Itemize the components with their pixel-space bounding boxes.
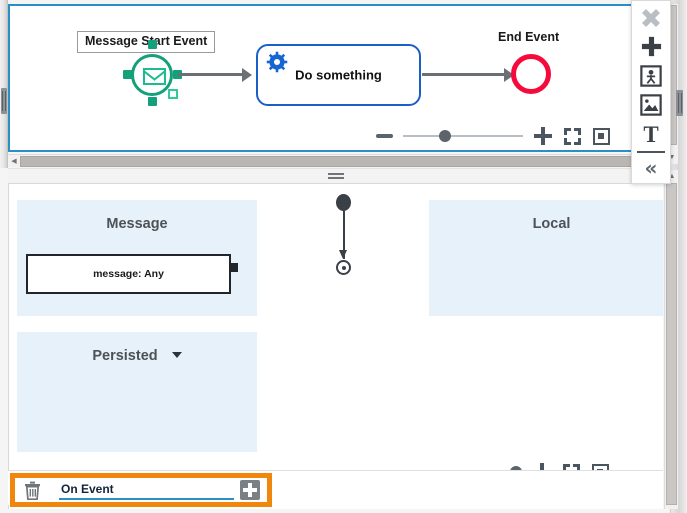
uml-transition-arrowhead (339, 250, 347, 259)
highlighted-name-editor[interactable] (10, 473, 272, 507)
local-region-title: Local (532, 216, 571, 232)
top-zoom-controls (376, 124, 610, 148)
end-event-label: End Event (498, 30, 560, 44)
pane-splitter[interactable] (8, 168, 663, 184)
end-event-shape[interactable] (511, 54, 551, 94)
message-start-event-shape[interactable] (131, 54, 173, 96)
service-task-shape[interactable]: Do something (256, 44, 421, 106)
sequence-flow-1[interactable] (178, 73, 244, 76)
delete-tool[interactable] (634, 3, 668, 32)
left-panel-splitter-grip[interactable] (1, 88, 7, 114)
uml-initial-node[interactable] (336, 194, 351, 211)
selection-handle-top[interactable] (148, 40, 157, 49)
actual-size-icon[interactable] (593, 127, 610, 145)
bpmn-horizontal-scrollbar[interactable]: ◀ (8, 154, 663, 167)
sequence-flow-1-arrowhead (242, 68, 252, 82)
attribute-port[interactable] (229, 263, 238, 272)
message-start-event-label: Message Start Event (77, 31, 216, 53)
add-actor-tool[interactable] (634, 61, 668, 90)
right-panel-splitter-grip[interactable] (676, 90, 683, 116)
actor-frame-icon (640, 65, 662, 87)
gear-icon (266, 51, 288, 78)
zoom-in-button[interactable] (534, 127, 552, 145)
state-editor-toolbar (8, 470, 663, 507)
selection-handle-bottom[interactable] (148, 97, 157, 106)
zoom-slider-thumb[interactable] (439, 130, 451, 142)
selection-handle-left[interactable] (123, 70, 132, 79)
persisted-region-title-text: Persisted (92, 348, 158, 364)
chevron-double-left-icon: « (644, 156, 658, 181)
state-editor-pane[interactable]: Message message: Any Local Persisted (8, 184, 663, 509)
bpmn-canvas[interactable]: Message Start Event (10, 6, 661, 150)
collapse-palette[interactable]: « (634, 154, 668, 183)
local-region[interactable]: Local (429, 200, 663, 316)
state-editor-vertical-scroll-thumb[interactable] (666, 183, 677, 505)
scroll-up-arrow[interactable]: ▲ (668, 173, 676, 180)
add-image-tool[interactable] (634, 91, 668, 120)
message-attribute-label: message: Any (93, 268, 164, 280)
state-name-input[interactable] (59, 480, 234, 500)
state-editor-vertical-scrollbar[interactable]: ▲ (664, 170, 678, 509)
message-region-title: Message (106, 216, 168, 232)
add-state-button[interactable] (240, 480, 260, 500)
text-t-icon: T (643, 121, 659, 147)
x-burst-icon (642, 8, 660, 27)
horizontal-grip-icon[interactable] (327, 173, 344, 180)
scroll-left-arrow[interactable]: ◀ (11, 157, 17, 165)
zoom-out-button[interactable] (376, 134, 393, 138)
add-tool[interactable] (634, 32, 668, 61)
selection-handle-right[interactable] (173, 70, 182, 79)
palette-divider (637, 150, 665, 153)
sequence-flow-2[interactable] (422, 73, 506, 76)
persisted-region-title[interactable]: Persisted (17, 348, 257, 364)
service-task-label: Do something (295, 67, 382, 83)
chevron-down-icon[interactable] (171, 352, 182, 358)
scroll-down-arrow[interactable]: ▼ (668, 154, 676, 161)
uml-final-node[interactable] (336, 260, 351, 275)
selection-handle-resize[interactable] (168, 89, 178, 99)
fit-to-screen-icon[interactable] (564, 127, 581, 145)
image-icon (640, 94, 662, 116)
sequence-flow-2-arrowhead (504, 68, 514, 82)
left-panel-splitter[interactable] (0, 0, 8, 168)
message-attribute-box[interactable]: message: Any (26, 254, 238, 294)
horizontal-scroll-thumb[interactable] (20, 155, 661, 167)
bpmn-editor-pane[interactable]: Message Start Event (8, 4, 663, 152)
persisted-region[interactable]: Persisted (17, 332, 257, 452)
zoom-slider-track[interactable] (403, 130, 523, 142)
trash-icon[interactable] (24, 481, 41, 500)
plus-icon (641, 37, 661, 57)
add-text-tool[interactable]: T (634, 120, 668, 149)
shape-palette[interactable]: T « (631, 0, 671, 184)
uml-transition-arrow[interactable] (343, 211, 345, 259)
envelope-icon (143, 68, 166, 85)
